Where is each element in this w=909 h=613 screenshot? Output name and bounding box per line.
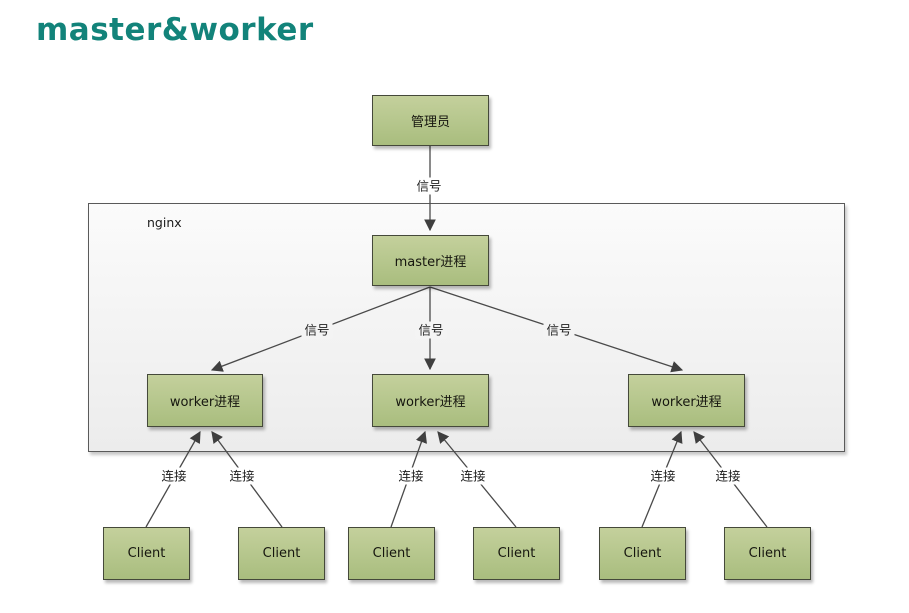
worker-process-node-3: worker进程 bbox=[628, 374, 745, 427]
client-node-3: Client bbox=[348, 527, 435, 580]
edge-label-connect-client1: 连接 bbox=[158, 467, 190, 485]
edge-label-connect-client5: 连接 bbox=[647, 467, 679, 485]
client-node-1: Client bbox=[103, 527, 190, 580]
client-node-4: Client bbox=[473, 527, 560, 580]
edge-label-signal-worker3: 信号 bbox=[543, 321, 575, 339]
edge-label-connect-client2: 连接 bbox=[226, 467, 258, 485]
edge-label-signal-worker1: 信号 bbox=[301, 321, 333, 339]
edge-label-signal-worker2: 信号 bbox=[415, 321, 447, 339]
edge-label-signal-admin: 信号 bbox=[413, 177, 445, 195]
edge-label-connect-client3: 连接 bbox=[395, 467, 427, 485]
client-node-2: Client bbox=[238, 527, 325, 580]
client-node-6: Client bbox=[724, 527, 811, 580]
client-node-5: Client bbox=[599, 527, 686, 580]
nginx-group-label: nginx bbox=[147, 215, 182, 230]
admin-node: 管理员 bbox=[372, 95, 489, 146]
worker-process-node-2: worker进程 bbox=[372, 374, 489, 427]
worker-process-node-1: worker进程 bbox=[147, 374, 263, 427]
edge-label-connect-client4: 连接 bbox=[457, 467, 489, 485]
page-title: master&worker bbox=[36, 12, 314, 48]
master-process-node: master进程 bbox=[372, 235, 489, 286]
edge-label-connect-client6: 连接 bbox=[712, 467, 744, 485]
